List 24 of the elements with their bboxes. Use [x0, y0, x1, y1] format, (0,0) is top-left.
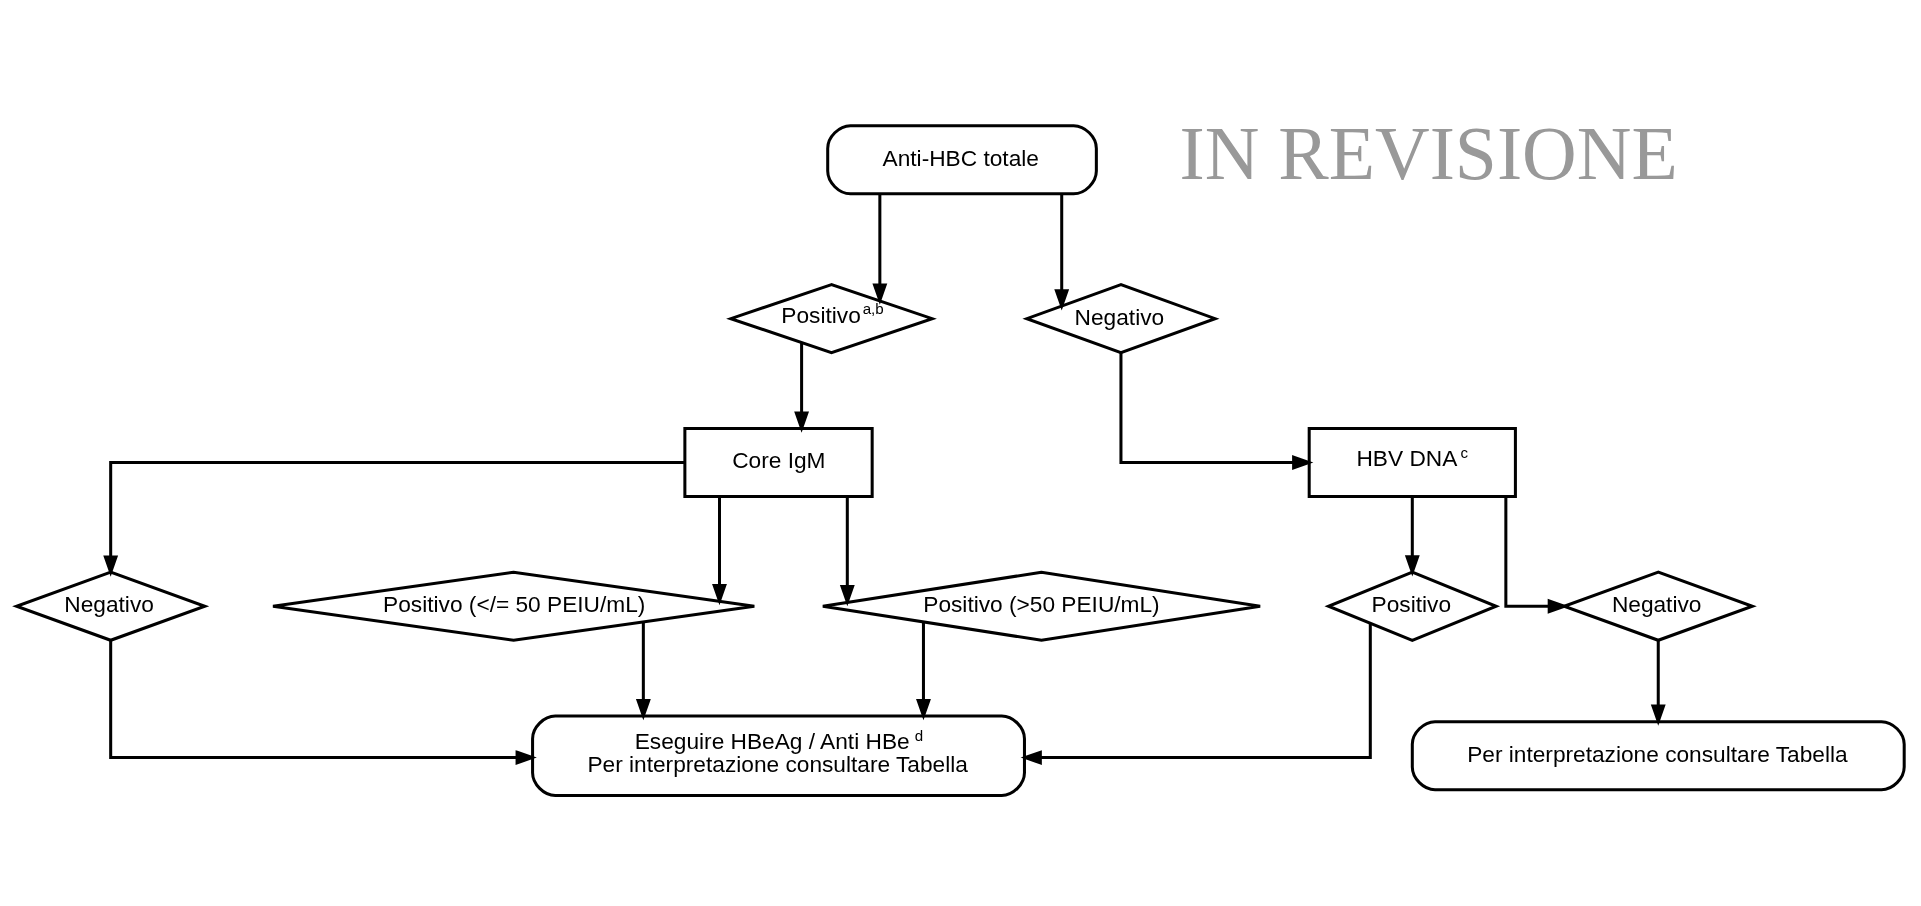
arrow [872, 194, 888, 305]
arrow [839, 496, 855, 607]
node-box: Per interpretazione consultare Tabella [1410, 720, 1906, 792]
node-diamond: Positivo [1324, 570, 1501, 642]
node-box: Eseguire HBeAg / Anti HBe$^{d}$ Per interpretazione consultare Tabella [531, 714, 1026, 797]
arrow [712, 496, 727, 606]
arrow [1020, 623, 1372, 766]
node-box: HBV DNA$^{c}$ [1307, 426, 1517, 499]
arrow [635, 622, 651, 721]
arrow [794, 343, 810, 433]
arrow [1119, 352, 1314, 470]
label: IN REVISIONE [1179, 111, 1678, 195]
arrow [103, 460, 685, 577]
node-box: Anti-HBC totale [826, 124, 1098, 196]
arrow [1054, 194, 1070, 311]
node-diamond: Positivo (>50 PEIU/mL) [821, 570, 1262, 642]
arrow [109, 640, 537, 766]
node-diamond: Positivo (</= 50 PEIU/mL) [271, 570, 756, 642]
node-box: Core IgM [683, 426, 874, 499]
arrow [916, 622, 931, 721]
node-diamond: Negativo [12, 570, 210, 642]
arrow [1650, 640, 1666, 726]
node-diamond: Negativo [1022, 283, 1220, 355]
arrow [1404, 496, 1420, 577]
